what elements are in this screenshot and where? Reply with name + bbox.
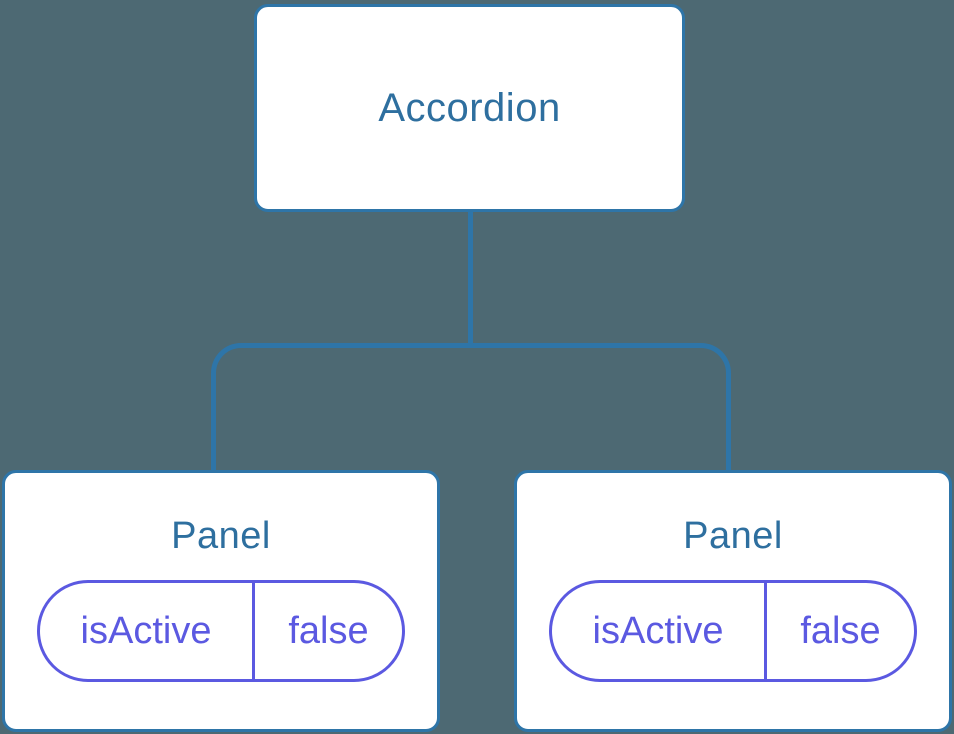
state-value-left: false — [288, 609, 369, 652]
node-panel-left-label: Panel — [171, 515, 271, 557]
state-pill-right: isActive false — [549, 580, 917, 682]
state-pill-divider-left — [252, 583, 255, 679]
connector-bracket — [211, 343, 731, 471]
node-panel-left: Panel isActive false — [2, 470, 440, 732]
state-name-left: isActive — [80, 609, 212, 652]
node-accordion: Accordion — [254, 4, 685, 212]
state-pill-left: isActive false — [37, 580, 405, 682]
node-accordion-label: Accordion — [378, 85, 561, 130]
state-value-right: false — [800, 609, 881, 652]
node-panel-right-label: Panel — [683, 515, 783, 557]
state-name-right: isActive — [592, 609, 724, 652]
node-panel-right: Panel isActive false — [514, 470, 952, 732]
connector-stem — [468, 210, 473, 346]
state-pill-divider-right — [764, 583, 767, 679]
